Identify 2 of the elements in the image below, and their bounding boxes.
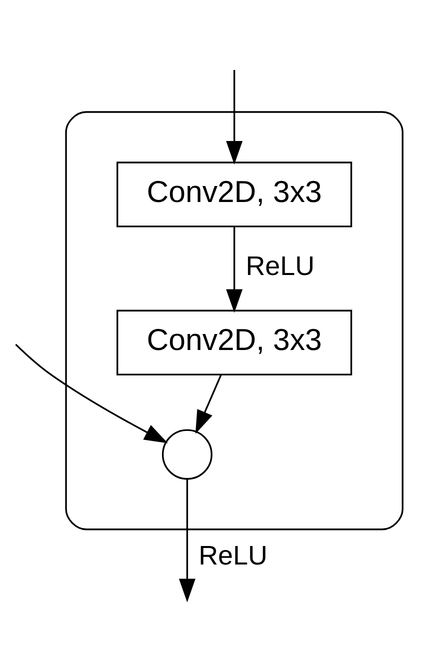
edge-label: ReLU xyxy=(198,540,268,570)
edge-label: ReLU xyxy=(246,250,315,280)
